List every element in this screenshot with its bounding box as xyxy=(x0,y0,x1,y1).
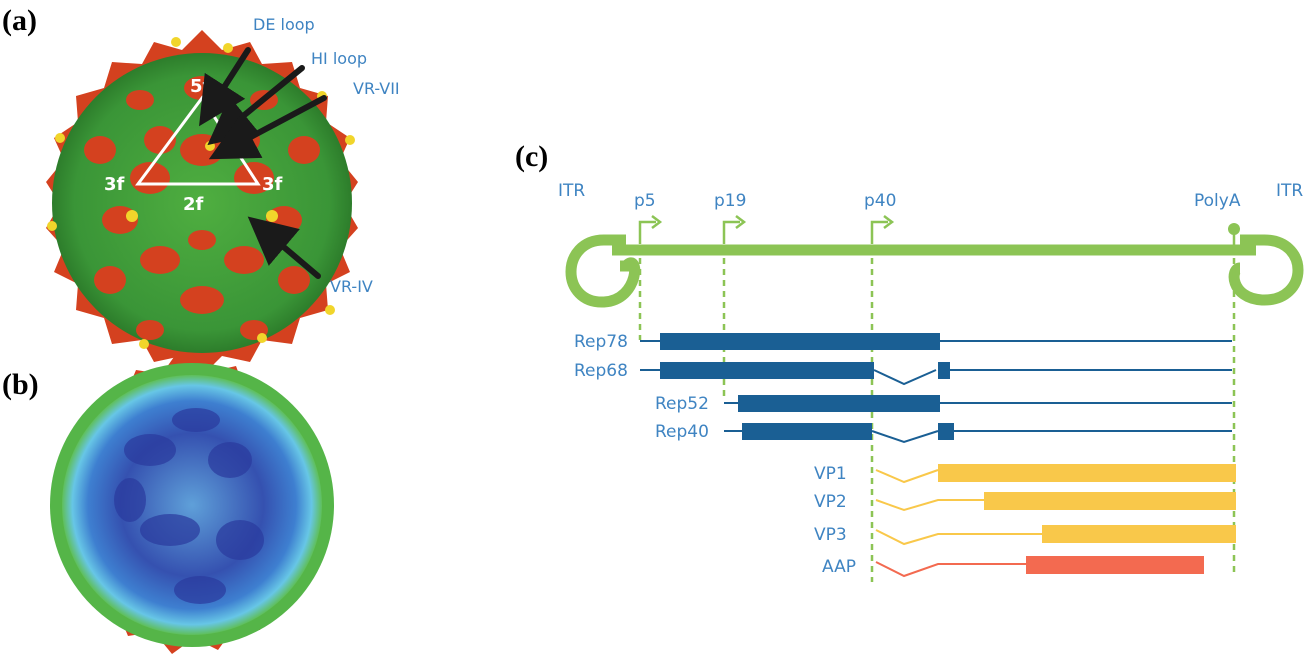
panel-c-label: (c) xyxy=(515,140,548,173)
vp3-label: VP3 xyxy=(814,525,847,545)
itr-right xyxy=(1228,234,1304,306)
label-3f-left: 3f xyxy=(104,174,125,195)
vp2-transcript xyxy=(875,492,1236,512)
promoter-p19-head xyxy=(735,215,747,229)
guide-lines xyxy=(638,258,1236,582)
callout-vr-vii: VR-VII xyxy=(353,79,400,98)
panel-b: (b) xyxy=(2,354,334,654)
vp1-intron xyxy=(875,469,939,484)
promoter-p40-arrow xyxy=(870,220,888,244)
promoter-p5-arrow xyxy=(638,220,656,244)
arrow-vr-iv xyxy=(247,216,321,279)
vp3-transcript xyxy=(875,525,1236,546)
rep68-intron xyxy=(873,369,937,386)
rep40-exon2 xyxy=(938,423,954,440)
rep68-exon2 xyxy=(938,362,950,379)
polya-marker xyxy=(1228,223,1240,235)
cross-section-texture xyxy=(114,408,264,604)
rep78-label: Rep78 xyxy=(574,332,628,352)
label-2f: 2f xyxy=(183,194,204,215)
vp1-label: VP1 xyxy=(814,464,847,484)
promoter-p5-head xyxy=(651,215,663,229)
aap-transcript xyxy=(875,556,1204,578)
panel-a-label: (a) xyxy=(2,4,37,37)
capsid-body xyxy=(52,53,352,353)
rep52-label: Rep52 xyxy=(655,394,709,414)
rep40-transcript xyxy=(724,423,1232,444)
rep40-exon1 xyxy=(742,423,872,440)
promoter-p19-label: p19 xyxy=(714,191,746,211)
polya-label: PolyA xyxy=(1194,191,1241,211)
callout-arrows xyxy=(199,47,327,279)
callout-vr-iv: VR-IV xyxy=(330,277,373,296)
promoter-arrows xyxy=(638,215,895,244)
capsid-cross-section-image xyxy=(50,354,334,654)
callout-hi-loop: HI loop xyxy=(311,49,367,68)
rep40-intron xyxy=(871,430,939,444)
vp1-transcript xyxy=(875,464,1236,484)
panel-b-label: (b) xyxy=(2,368,39,401)
rep40-label: Rep40 xyxy=(655,422,709,442)
cross-section-interior xyxy=(62,375,322,635)
capsid-surface-image xyxy=(46,30,358,376)
vp3-intron xyxy=(875,529,1042,546)
aap-label: AAP xyxy=(822,557,856,577)
promoter-p19-arrow xyxy=(722,220,740,244)
promoter-p40-label: p40 xyxy=(864,191,896,211)
rep68-label: Rep68 xyxy=(574,361,628,381)
label-3f-right: 3f xyxy=(262,174,283,195)
itr-right-label: ITR xyxy=(1276,181,1303,201)
panel-a: (a) xyxy=(2,4,400,376)
aap-bar xyxy=(1026,556,1204,574)
vp1-bar xyxy=(938,464,1236,482)
rep78-transcript xyxy=(640,333,1232,350)
vp2-label: VP2 xyxy=(814,492,847,512)
vp2-intron xyxy=(875,499,984,512)
arrow-vr-vii xyxy=(208,95,327,160)
rep52-transcript xyxy=(724,395,1232,412)
itr-left xyxy=(565,234,641,308)
label-5f: 5f xyxy=(190,76,211,97)
promoter-p40-head xyxy=(883,215,895,229)
panel-c: (c) ITR ITR p5 p19 p40 PolyA xyxy=(515,140,1303,582)
rep78-bar xyxy=(660,333,940,350)
rep52-bar xyxy=(738,395,940,412)
vp2-bar xyxy=(984,492,1236,510)
aap-intron xyxy=(875,561,1026,578)
promoter-p5-label: p5 xyxy=(634,191,656,211)
callout-de-loop: DE loop xyxy=(253,15,315,34)
itr-left-label: ITR xyxy=(558,181,585,201)
vp3-bar xyxy=(1042,525,1236,543)
rep68-exon1 xyxy=(660,362,874,379)
rep68-transcript xyxy=(640,362,1232,386)
